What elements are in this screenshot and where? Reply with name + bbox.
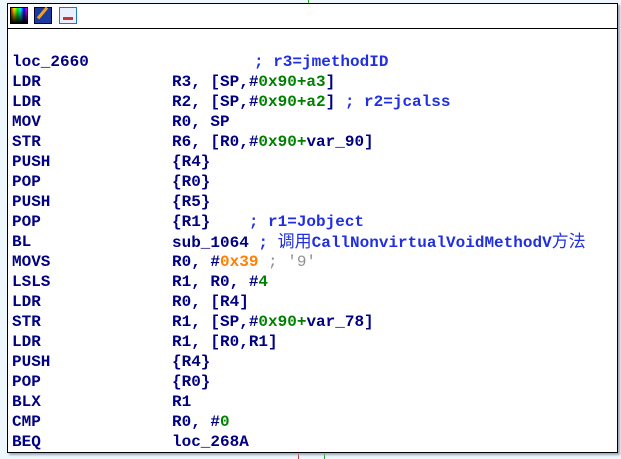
operands: R1, R0, #4 bbox=[172, 272, 268, 292]
color-palette-icon[interactable] bbox=[10, 7, 28, 24]
operand-text: {R5} bbox=[172, 193, 211, 211]
mnemonic: BEQ bbox=[12, 433, 41, 451]
mnemonic: PUSH bbox=[12, 353, 51, 371]
operand-text: R0, # bbox=[172, 413, 221, 431]
operands: R1, [SP,#0x90+var_78] bbox=[172, 312, 374, 332]
operands: R1, [R0,R1] bbox=[172, 332, 278, 352]
operands: R0, #0x39 ; '9' bbox=[172, 252, 316, 272]
operand-text[interactable]: sub_1064 bbox=[172, 234, 259, 252]
operand-text: R1, R0, # bbox=[172, 273, 259, 291]
operand-text: R1, [R0,R1] bbox=[172, 333, 278, 351]
comment: ; r2=jcalss bbox=[344, 93, 451, 111]
operands: {R1} ; r1=Jobject bbox=[172, 212, 364, 232]
numeric-operand: 0x90+a3 bbox=[258, 73, 326, 91]
operands: R0, [R4] bbox=[172, 292, 249, 312]
mnemonic: MOVS bbox=[12, 253, 51, 271]
operands: R6, [R0,#0x90+var_90] bbox=[172, 132, 374, 152]
numeric-operand: 4 bbox=[258, 273, 269, 291]
operand-text: var_78] bbox=[306, 313, 374, 331]
operands: {R0} bbox=[172, 172, 210, 192]
operand-text: {R1} bbox=[172, 213, 249, 231]
mnemonic: BLX bbox=[12, 393, 41, 411]
mnemonic: CMP bbox=[12, 413, 41, 431]
operand-text: R0, [R4] bbox=[172, 293, 249, 311]
comment: ; bbox=[258, 234, 278, 252]
operand-text: R1, [SP,# bbox=[172, 313, 259, 331]
operands: loc_268A bbox=[172, 432, 249, 452]
mnemonic: POP bbox=[12, 213, 41, 231]
operands: R0, SP bbox=[172, 112, 230, 132]
operands: {R4} bbox=[172, 152, 210, 172]
edit-pencil-icon[interactable] bbox=[34, 7, 52, 24]
operands: {R4} bbox=[172, 352, 210, 372]
mnemonic: LDR bbox=[12, 293, 41, 311]
operand-text: R3, [SP,# bbox=[172, 73, 259, 91]
string-comment: ; '9' bbox=[258, 253, 317, 271]
numeric-operand: 0x90+a2 bbox=[258, 93, 326, 111]
operand-text: {R0} bbox=[172, 173, 211, 191]
outgoing-edge-true bbox=[324, 452, 325, 459]
operands: sub_1064 ; 调用CallNonvirtualVoidMethodV方法 bbox=[172, 232, 586, 253]
operand-text: {R4} bbox=[172, 153, 211, 171]
node-toolbar bbox=[8, 4, 617, 29]
mnemonic: LDR bbox=[12, 93, 41, 111]
incoming-edge bbox=[308, 0, 309, 3]
numeric-operand: 0 bbox=[220, 413, 230, 431]
operand-text: ] bbox=[325, 73, 336, 91]
mnemonic: BL bbox=[12, 233, 32, 251]
operand-text: ] bbox=[325, 93, 345, 111]
operand-text: R0, # bbox=[172, 253, 221, 271]
operands: R1 bbox=[172, 392, 191, 412]
label-line[interactable]: loc_2660 ; r3=jmethodID bbox=[12, 52, 388, 72]
outgoing-edge-false bbox=[298, 452, 299, 459]
operands: {R0} bbox=[172, 372, 210, 392]
operands: {R5} bbox=[172, 192, 210, 212]
mnemonic: LDR bbox=[12, 333, 41, 351]
comment: CallNonvirtualVoidMethodV bbox=[311, 234, 552, 252]
mnemonic: POP bbox=[12, 373, 41, 391]
mnemonic: STR bbox=[12, 313, 41, 331]
operand-text: R1 bbox=[172, 393, 192, 411]
comment: ; r1=Jobject bbox=[248, 213, 365, 231]
mnemonic: POP bbox=[12, 173, 41, 191]
numeric-operand: 0x90+ bbox=[258, 133, 307, 151]
mnemonic: PUSH bbox=[12, 153, 51, 171]
operands: R2, [SP,#0x90+a2] ; r2=jcalss bbox=[172, 92, 450, 112]
operand-text[interactable]: loc_268A bbox=[172, 433, 249, 451]
mnemonic: LSLS bbox=[12, 273, 51, 291]
comment: 调用 bbox=[277, 232, 312, 252]
mnemonic: PUSH bbox=[12, 193, 51, 211]
numeric-operand: 0x90+ bbox=[258, 313, 307, 331]
mnemonic: STR bbox=[12, 133, 41, 151]
operand-text: {R4} bbox=[172, 353, 211, 371]
graph-view-icon[interactable] bbox=[59, 7, 77, 24]
operand-text: R6, [R0,# bbox=[172, 133, 259, 151]
comment: 方法 bbox=[551, 232, 586, 252]
operand-text: var_90] bbox=[306, 133, 374, 151]
operands: R0, #0 bbox=[172, 412, 230, 432]
mnemonic: LDR bbox=[12, 73, 41, 91]
mnemonic: MOV bbox=[12, 113, 41, 131]
operands: R3, [SP,#0x90+a3] bbox=[172, 72, 335, 92]
operand-text: R0, SP bbox=[172, 113, 230, 131]
code-label[interactable]: loc_2660 bbox=[12, 53, 89, 71]
comment: ; r3=jmethodID bbox=[254, 53, 389, 71]
immediate-value: 0x39 bbox=[220, 253, 259, 271]
operand-text: {R0} bbox=[172, 373, 211, 391]
operand-text: R2, [SP,# bbox=[172, 93, 259, 111]
